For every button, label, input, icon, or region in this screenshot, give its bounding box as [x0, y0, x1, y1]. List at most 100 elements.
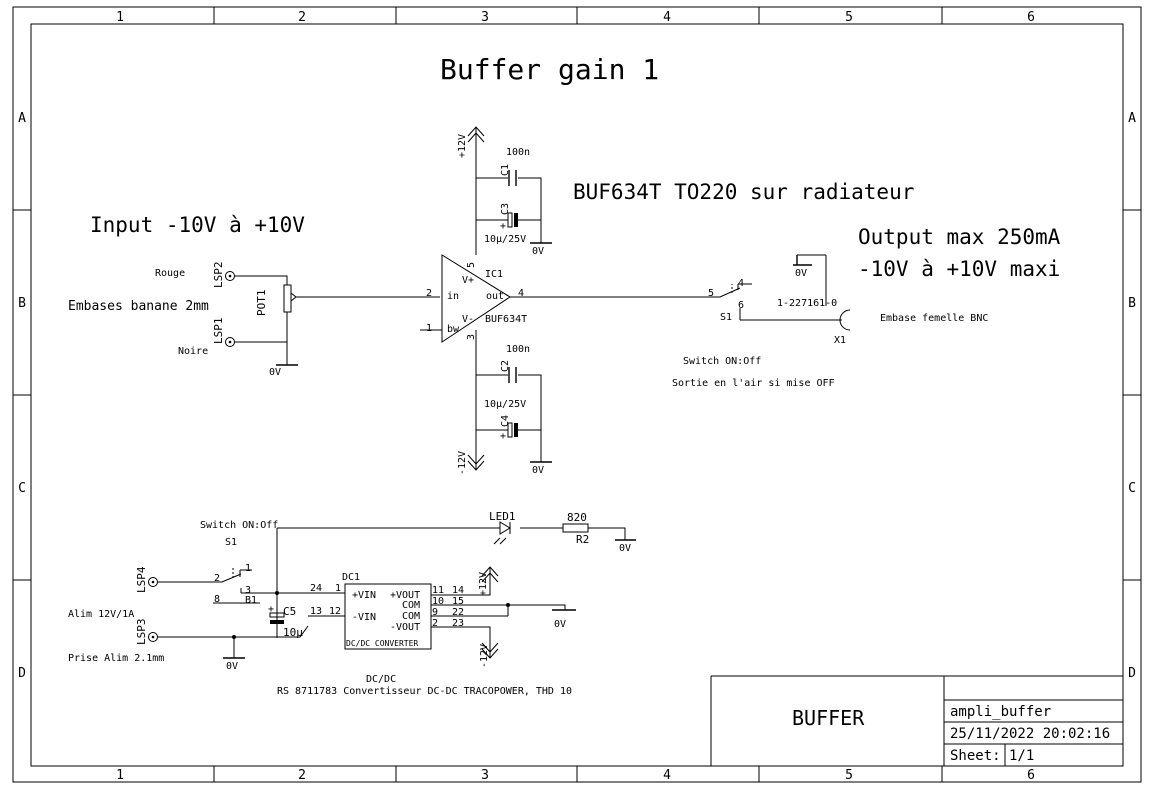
r2-label: R2	[576, 533, 589, 546]
c5-label: C5	[283, 605, 296, 618]
ic1-pin-out: out	[486, 291, 504, 302]
switch-s1-power: S1 2 1 3 8 B1	[158, 537, 277, 606]
lsp3-label: LSP3	[135, 619, 148, 646]
pin-number: 12	[329, 606, 341, 617]
banana-jack-lsp2: LSP2 Rouge	[155, 262, 235, 289]
pin-number: 1	[245, 563, 251, 574]
col-label: 4	[663, 768, 671, 783]
ic1-pin-bw: bw	[447, 324, 460, 335]
pin-number: 2	[426, 288, 432, 299]
pin-number: 2	[432, 618, 438, 629]
pin-number: 6	[738, 300, 744, 311]
drawing-frame	[12, 6, 1142, 783]
input-note: Input -10V à +10V	[90, 213, 305, 237]
col-label: 6	[1027, 10, 1035, 25]
supply-minus12-dc: -12V	[479, 642, 499, 668]
c5-plus: +	[268, 604, 274, 615]
pin-number: 22	[452, 607, 464, 618]
ic1-label: IC1	[485, 269, 503, 280]
bnc-connector-x1: 1-227161-0 X1	[777, 254, 851, 346]
buffer-ic1: in bw out V+ V- IC1 BUF634T 2 1 4 5 3	[426, 254, 527, 343]
capacitor-c2: 100n C2	[476, 344, 542, 430]
pin-number: 11	[432, 585, 444, 596]
dc1-label: DC1	[342, 572, 360, 583]
title-block-sheet: Sheet: 1/1	[950, 748, 1034, 764]
col-label: 1	[116, 768, 124, 783]
c4-plus: +	[500, 431, 506, 442]
row-label: A	[1128, 111, 1136, 126]
alim-note: Alim 12V/1A	[68, 609, 134, 620]
ground-in: 0V	[269, 364, 298, 378]
c5-value: 10µ	[283, 626, 303, 639]
gnd-label: 0V	[532, 246, 544, 257]
switch-s1-output: 5 4 6 S1	[708, 278, 835, 323]
noire-label: Noire	[178, 346, 208, 357]
led-led1: LED1	[489, 510, 516, 545]
dcdc-note-1: DC/DC	[366, 674, 396, 685]
page-title: Buffer gain 1	[440, 53, 659, 86]
capacitor-c4: + C4 10µ/25V	[476, 399, 542, 462]
pin-number: 8	[214, 594, 220, 605]
row-label: A	[18, 111, 26, 126]
dc-pin-label: -VOUT	[390, 622, 420, 633]
s1-label: S1	[720, 312, 732, 323]
pin-number: 1	[335, 583, 341, 594]
net-label: +12V	[478, 572, 489, 596]
row-label: C	[18, 481, 26, 496]
pin-number: 3	[245, 585, 251, 596]
ground-c3: 0V	[530, 242, 552, 257]
pot1-label: POT1	[255, 290, 268, 317]
c3-value: 10µ/25V	[484, 234, 526, 245]
row-label: D	[1128, 666, 1136, 681]
dc-jack-lsp3: LSP3	[135, 619, 158, 646]
c1-value: 100n	[506, 147, 530, 158]
pin-number: 13	[310, 606, 322, 617]
dcdc-note-2: RS 8711783 Convertisseur DC-DC TRACOPOWE…	[277, 686, 572, 697]
x1-label: X1	[834, 335, 846, 346]
ic1-pin-vm: V-	[462, 314, 474, 325]
pin-number: 9	[432, 607, 438, 618]
c3-plus: +	[500, 221, 506, 232]
pin-number: 2	[214, 573, 220, 584]
column-labels-bottom: 1 2 3 4 5 6	[116, 768, 1035, 783]
pin-number: 14	[452, 585, 464, 596]
col-label: 6	[1027, 768, 1035, 783]
ground-r2: 0V	[615, 539, 636, 554]
gnd-label: 0V	[532, 465, 544, 476]
ic1-pin-vp: V+	[462, 275, 474, 286]
ic1-pin-in: in	[447, 291, 459, 302]
bnc-note: Embase femelle BNC	[880, 313, 988, 324]
banana-jack-lsp1: LSP1 Noire	[178, 318, 235, 357]
r2-value: 820	[567, 511, 587, 524]
rouge-label: Rouge	[155, 268, 185, 279]
dc-pin-label: COM	[402, 600, 420, 611]
sortie-note: Sortie en l'air si mise OFF	[672, 378, 835, 389]
col-label: 1	[116, 10, 124, 25]
supply-minus12-bottom: -12V	[457, 451, 485, 475]
resistor-r2: 820 R2	[562, 511, 589, 546]
col-label: 3	[481, 10, 489, 25]
c2-value: 100n	[506, 344, 530, 355]
pin-number: 4	[518, 288, 524, 299]
title-block-name: BUFFER	[792, 706, 865, 730]
c2-label: C2	[500, 360, 511, 372]
net-label: -12V	[479, 644, 490, 668]
col-label: 3	[481, 768, 489, 783]
switch-power-note: Switch ON:Off	[200, 520, 278, 531]
output-note-2: -10V à +10V maxi	[858, 257, 1060, 281]
col-label: 2	[298, 768, 306, 783]
gnd-label: 0V	[795, 268, 807, 279]
x1-value: 1-227161-0	[777, 298, 837, 309]
pin-number: 4	[738, 278, 744, 289]
ground-bnc: 0V	[793, 255, 812, 279]
dcdc-converter-dc1: DC1 +VIN -VIN +VOUT COM COM -VOUT DC/DC …	[310, 572, 464, 650]
pin-number: 5	[708, 288, 714, 299]
ic1-value: BUF634T	[485, 314, 527, 325]
title-block-file: ampli_buffer	[950, 704, 1051, 720]
gnd-label: 0V	[554, 619, 566, 630]
row-labels-right: A B C D	[1128, 111, 1136, 681]
ground-c4: 0V	[530, 461, 552, 476]
lsp2-label: LSP2	[212, 262, 225, 289]
pin-number: B1	[245, 595, 257, 606]
row-labels-left: A B C D	[18, 111, 26, 681]
